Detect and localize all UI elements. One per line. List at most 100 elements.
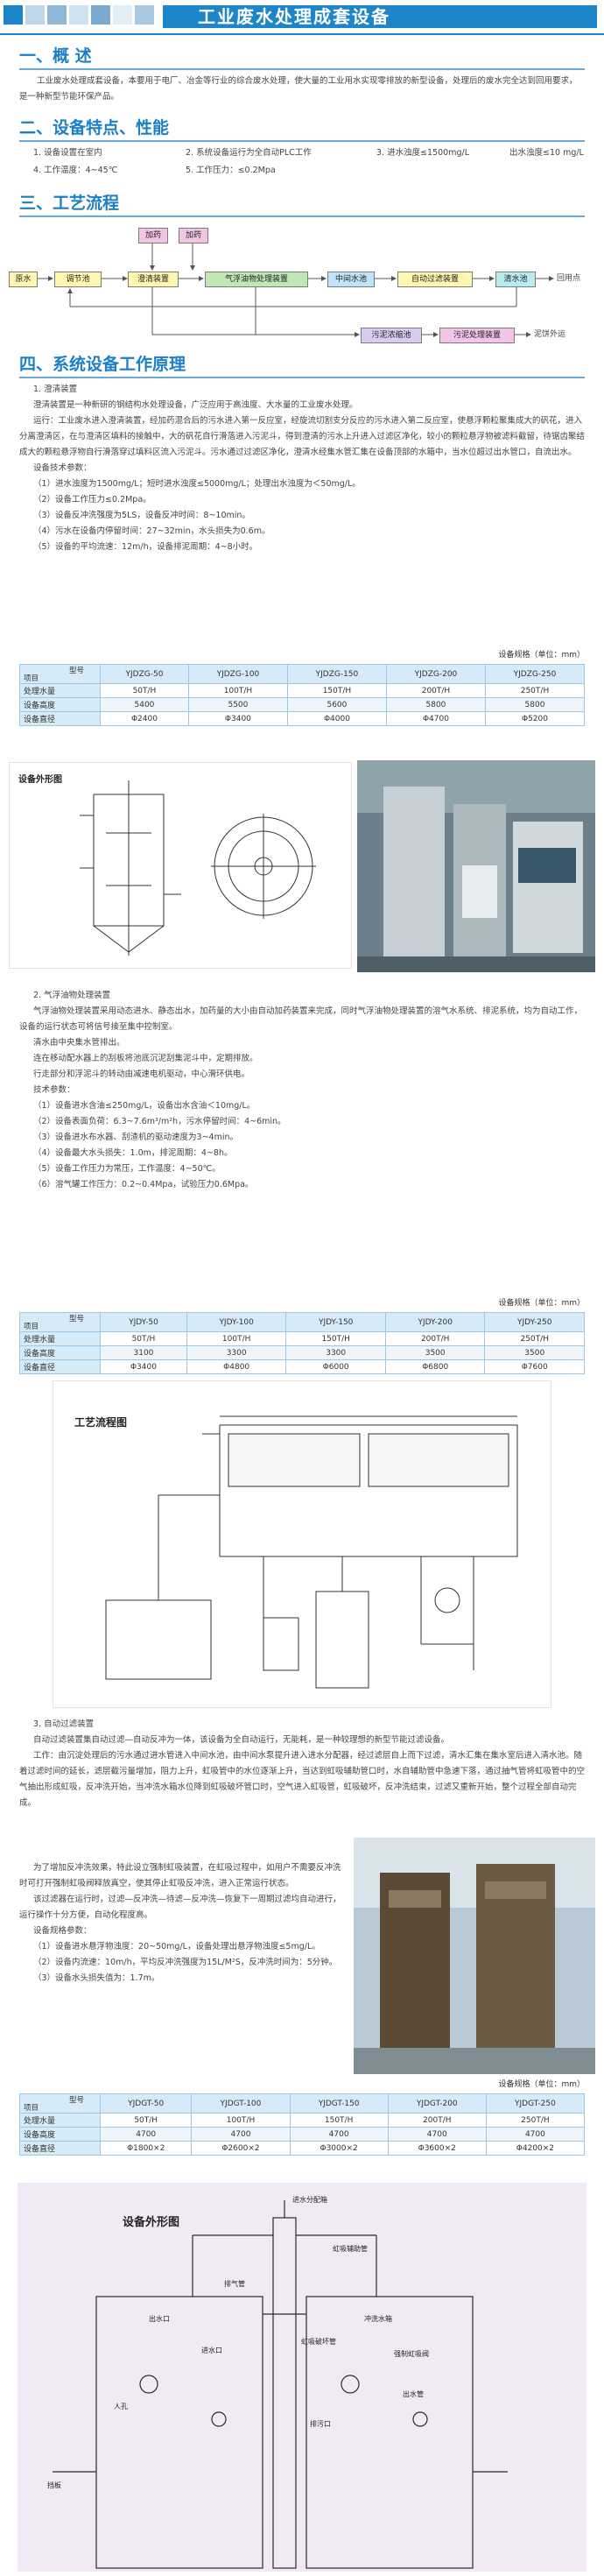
table-col-header: YJDZG-50 [100,664,189,684]
drawing-label: 出水口 [149,2315,170,2323]
clarifier-paragraph: 澄清装置是一种新研的钢结构水处理设备，广泛应用于高浊度、大水量的工业废水处理。 [33,400,358,410]
float-drawing-svg [105,1415,518,1689]
drawing-label: 进水口 [201,2347,222,2354]
float-text-block: 2. 气浮油物处理装置 气浮油物处理装置采用动态进水、静态出水，加药量的大小由自… [19,988,585,1193]
header-block [91,5,110,25]
filter-unit-note: 设备规格（单位：mm） [498,2080,585,2089]
header-rule [0,33,604,35]
clarifier-param: （3）设备反冲洗强度为5LS，设备反冲时间：8~10min。 [33,511,250,520]
drawing-label: 进水分配箱 [292,2196,327,2204]
table-col-header: YJDY-200 [384,1312,486,1332]
clarifier-outline-drawing: 设备外形图 [9,762,352,969]
header-block [4,5,23,25]
overview-text: 工业废水处理成套设备，本要用于电厂、冶金等行业的综合废水处理，使大量的工业用水实… [19,76,578,102]
feature-item: 4. 工作温度：4~45℃ [33,166,118,175]
clarifier-param: （1）进水浊度为1500mg/L；短时进水浊度≤5000mg/L；处理出水浊度为… [33,479,361,489]
label-reuse-point: 回用点 [557,274,581,283]
clarifier-photo-art [357,760,595,972]
drawing-title: 设备外形图 [123,2216,180,2229]
table-col-header: YJDGT-100 [191,2093,291,2114]
section-rule [19,68,585,70]
table-row: 设备直径 Φ2400 Φ3400 Φ4000 Φ4700 Φ5200 [19,711,586,726]
table-corner: 型号 项目 [19,1312,101,1332]
table-row: 设备高度 4700 4700 4700 4700 4700 [19,2127,586,2142]
clarifier-param: （4）污水在设备内停留时间：27~32min，水头损失为0.6m。 [33,526,270,536]
header-block [113,5,132,25]
section-rule [19,215,585,217]
drawing-title: 工艺流程图 [74,1416,128,1429]
clarifier-spec-table-wrap: 型号 项目 YJDZG-50 YJDZG-100 YJDZG-150 YJDZG… [19,664,586,726]
page-header: 工业废水处理成套设备 [0,0,604,39]
clarifier-spec-table: 型号 项目 YJDZG-50 YJDZG-100 YJDZG-150 YJDZG… [19,664,586,726]
filter-spec-table-wrap: 型号 项目 YJDGT-50 YJDGT-100 YJDGT-150 YJDGT… [19,2093,586,2156]
header-block [135,5,154,25]
float-heading: 2. 气浮油物处理装置 [33,991,111,1000]
flow-box-dosing-a: 加药 [138,228,168,243]
clarifier-heading: 1. 澄清装置 [33,385,78,394]
clarifier-paragraph: 设备技术参数： [33,463,92,473]
drawing-label: 排污口 [310,2420,331,2428]
table-col-header: YJDGT-50 [99,2093,193,2114]
flow-box-clarifier: 澄清装置 [128,272,179,287]
feature-item: 1. 设备设置在室内 [33,148,102,158]
table-row: 处理水量 50T/H 100T/H 150T/H 200T/H 250T/H [19,2113,586,2128]
feature-item: 5. 工作压力：≤0.2Mpa [186,166,276,175]
table-col-header: YJDZG-100 [187,664,288,684]
drawing-label: 出水管 [403,2390,424,2398]
filter-paragraph: 设备规格参数： [33,1926,92,1936]
filter-heading: 3. 自动过滤装置 [33,1719,95,1729]
flow-box-auto-filter: 自动过滤装置 [397,272,473,287]
float-param: （5）设备工作压力为常压，工作温度：4~50℃。 [33,1164,221,1174]
filter-paragraph: 该过滤器在运行时，过滤—反冲洗—待滤—反冲洗—恢复下一周期过滤均自动进行，运行操… [19,1895,341,1920]
filter-spec-table: 型号 项目 YJDGT-50 YJDGT-100 YJDGT-150 YJDGT… [19,2093,586,2156]
flow-box-middle-tank: 中间水池 [327,272,375,287]
float-paragraph: 技术参数： [33,1085,75,1095]
drawing-label: 虹吸辅助管 [333,2245,368,2253]
table-col-header: YJDY-50 [100,1312,187,1332]
header-block [25,5,45,25]
filter-drawing-svg [53,2200,508,2569]
float-paragraph: 气浮油物处理装置采用动态进水、静态出水，加药量的大小由自动加药装置来完成，同时气… [19,1006,583,1032]
process-flow-diagram: 加药 加药 原水 调节池 澄清装置 气浮油物处理装置 中间水池 自动过滤装置 清… [0,219,604,350]
flow-box-clean-tank: 清水池 [495,272,536,287]
flow-box-raw-water: 原水 [9,272,38,287]
table-col-header: YJDZG-150 [286,664,387,684]
table-col-header: YJDY-250 [484,1312,585,1332]
float-param: （1）设备进水含油≤250mg/L，设备出水含油＜10mg/L。 [33,1101,256,1111]
filter-paragraph: 工作：由沉淀处理后的污水通过进水管进入中间水池，由中间水泵提升进入进水分配器，经… [19,1751,586,1808]
float-paragraph: 行走部分和浮泥斗的转动由减速电机驱动，中心滑环供电。 [33,1069,250,1079]
label-cake-out: 泥饼外运 [534,330,566,339]
table-col-header: YJDZG-200 [385,664,486,684]
table-col-header: YJDY-150 [285,1312,386,1332]
float-param: （2）设备表面负荷：6.3~7.6m³/m²h，污水停留时间：4~6min。 [33,1117,286,1126]
filter-photo-art [354,1838,595,2074]
header-color-blocks [4,5,154,25]
header-bar [163,5,597,28]
table-col-header: YJDY-100 [186,1312,287,1332]
table-corner: 型号 项目 [19,664,101,684]
filter-text-block-narrow: 为了增加反冲洗效果，特此设立强制虹吸装置，在虹吸过程中，如用户不需要反冲洗时可打… [19,1860,343,1987]
float-param: （3）设备进水布水器、刮渣机的驱动速度为3~4min。 [33,1133,239,1142]
section-rule [19,377,585,378]
drawing-label: 冲洗水箱 [364,2315,392,2323]
flow-box-dosing-b: 加药 [179,228,208,243]
float-spec-table-wrap: 型号 项目 YJDY-50 YJDY-100 YJDY-150 YJDY-200… [19,1312,585,1374]
table-row: 设备高度 3100 3300 3300 3500 3500 [19,1345,585,1360]
float-unit-note: 设备规格（单位：mm） [498,1299,585,1308]
filter-photo [354,1838,595,2074]
table-row: 设备高度 5400 5500 5600 5800 5800 [19,697,586,712]
clarifier-param: （5）设备的平均流速：12m/h，设备排泥周期：4~8小时。 [33,542,258,552]
table-row: 处理水量 50T/H 100T/H 150T/H 200T/H 250T/H [19,1331,585,1346]
table-row: 设备直径 Φ3400 Φ4800 Φ6000 Φ6800 Φ7600 [19,1359,585,1374]
float-paragraph: 清水由中央集水管排出。 [33,1038,125,1048]
clarifier-param: （2）设备工作压力≤0.2Mpa。 [33,495,151,505]
page-title: 工业废水处理成套设备 [198,6,390,27]
filter-paragraph: 为了增加反冲洗效果，特此设立强制虹吸装置，在虹吸过程中，如用户不需要反冲洗时可打… [19,1863,341,1888]
section-title-overview: 一、概 述 [19,46,92,66]
section-rule [19,140,585,142]
table-col-header: YJDGT-250 [485,2093,586,2114]
drawing-label: 挡板 [47,2481,61,2489]
section-title-features: 二、设备特点、性能 [19,118,170,138]
feature-item: 出水浊度≤10 mg/L [509,148,584,158]
filter-param: （1）设备进水悬浮物浊度：20~50mg/L，设备处理出悬浮物浊度≤5mg/L。 [33,1942,320,1951]
